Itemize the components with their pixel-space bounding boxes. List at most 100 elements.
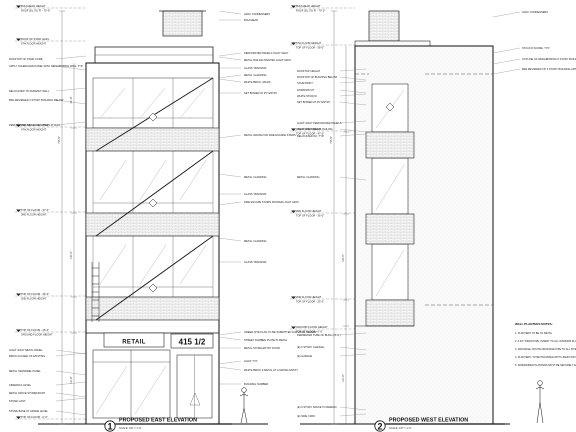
level-marker-label: 5TH FLOOR HEIGHT xyxy=(21,42,46,46)
planter-note-item: 5. SIDEWINDER PLANTERS MUST BE SECURELY … xyxy=(515,364,576,367)
callout-note: BFE REVIEWED 2 STORY BUILDING BELOW xyxy=(9,98,64,102)
level-marker-label: TOP OF FLOOR - 25'-0" xyxy=(296,300,324,304)
retail-sign xyxy=(103,332,165,348)
balcony-rail xyxy=(85,127,220,152)
callout-note: DOWNSPOUT xyxy=(297,88,315,92)
level-marker-label: TOP OF FLOOR - 47'-0" xyxy=(296,132,324,136)
planter-note-item: 2. A 3/4" DRAIN PIPE, INSERT TO ALL INTE… xyxy=(515,340,576,343)
stair-bulkhead xyxy=(162,10,203,37)
level-marker-label: TOP OF FLOOR - 36'-0" xyxy=(296,214,324,218)
callout-note: SET BOWED AT 45° ENTRY xyxy=(297,100,331,104)
callout-note: PERIMETER TUBE OF BLDG (25'-0") xyxy=(297,333,341,337)
west-elevation-title: PROPOSED WEST ELEVATION xyxy=(389,418,468,424)
callout-note: HVAC CONDENSERS xyxy=(244,12,270,16)
level-marker-label: TOP OF FLOOR - 36'-0" xyxy=(21,292,49,296)
callout-note: STUCCO SCORE, TYP. xyxy=(522,46,550,50)
callout-note: (E) 3 STORY SPACE TO REMAIN xyxy=(297,405,337,409)
callout-note: RELOCATED TO PARAPET WALL xyxy=(9,89,50,93)
callout-note: WHITE BRICK & METAL AT LOADING ENTRY xyxy=(244,368,298,372)
east-mid-dimension: 10'-6" xyxy=(69,251,73,259)
level-marker-label: 3RD FLOOR HEIGHT xyxy=(21,213,47,217)
callout-note: (E) 3 STORY GARAGE xyxy=(297,345,324,349)
callout-note: METAL SPANDREL PANEL xyxy=(9,369,41,373)
planter-note-item: 4. PLANTERS: TO BE PROVIDED WITH LINER F… xyxy=(515,356,576,359)
planter-note-item: 1. PLANTERS TO BE OF METAL xyxy=(515,332,553,335)
callout-note: LIGHT GRAY METAL PANEL xyxy=(9,348,43,352)
callout-note: PERFORATED METAL PLANTERS AT RAIL xyxy=(9,123,61,127)
level-marker-label: TOP OF FLOOR - 58'-0" xyxy=(296,46,324,50)
west-elevation: 70'-0" 10'-6" 14'-0" BULKHEAD HEIGHTROOF… xyxy=(290,4,576,432)
planter-note-item: 3. DRAINAGE: ROUTE DRAINAGE PIPE TO ALL … xyxy=(515,348,576,351)
callout-note: GREEN SITE PLAN TO BE SUBMITTED FOR FINA… xyxy=(244,330,317,334)
callout-note: METAL CLADDING xyxy=(297,175,319,179)
address-plate xyxy=(170,333,214,349)
level-marker-label: ROOF (EL.70) 'R' - 70'-0" xyxy=(296,9,325,13)
callout-note: GLASS TRANSOM xyxy=(244,66,266,70)
callout-note: GLASS TRANSOM xyxy=(244,260,266,264)
level-marker-label: TOP OF FLOOR - 58'-0" xyxy=(21,123,49,127)
callout-note: STREET NUMBER PLATE IN METAL xyxy=(244,338,288,342)
callout-note: METAL CLADDING xyxy=(244,239,266,243)
level-marker-label: 3RD FLOOR HEIGHT xyxy=(296,209,322,213)
level-marker-label: ROOF OF STAIR, ELEV. xyxy=(21,37,50,41)
callout-note: BFE REVIEWED OF 3 STORY BUILDING APPROX. xyxy=(522,67,576,71)
callout-note: SIDEWALK LEVEL xyxy=(9,383,32,387)
east-elevation-title: PROPOSED EAST ELEVATION xyxy=(119,418,197,424)
callout-note: BRICK FACADE OF EXISTING xyxy=(9,354,45,358)
level-marker-label: GROUND FLOOR HEIGHT xyxy=(296,325,328,329)
callout-note: FIRE ESCAPE STAIRS PAINTED LIGHT GRAY xyxy=(244,200,299,204)
callout-note: METAL STORE ENTRY DOOR xyxy=(244,346,280,350)
east-drawing-number: 1 xyxy=(107,421,112,431)
level-marker-label: TOP OF FLOOR - 47'-0" xyxy=(21,208,49,212)
west-overall-dimension: 70'-0" xyxy=(329,136,333,144)
callout-note: BUILDING NUMBER xyxy=(244,382,268,386)
east-elevation-scale: SCALE: 1/8" = 1'-0" xyxy=(119,426,142,430)
callout-note: STAIR DRIFT xyxy=(297,81,313,85)
level-marker-label: 2ND FLOOR HEIGHT xyxy=(296,295,322,299)
level-marker-label: 4TH FLOOR HEIGHT xyxy=(21,128,46,132)
level-marker-label: GROUND FLOOR HEIGHT xyxy=(21,333,53,337)
callout-note: METAL GRATE FOR FIRE ESCAPE STAIRS xyxy=(244,133,296,137)
east-upper-dimension: 11'-0" xyxy=(69,96,73,103)
address-number: 415 1/2 xyxy=(179,338,206,347)
callout-note: LIGHT TYP. xyxy=(244,359,258,363)
west-bulkhead xyxy=(368,10,400,42)
callout-note: RELOCATED NO. TYP. xyxy=(297,134,324,138)
callout-note: BULKHEAD xyxy=(244,18,258,22)
callout-note: STONE CAST xyxy=(9,399,26,403)
callout-note: PERFORATED PANELS LIGHT GRAY xyxy=(244,51,289,55)
callout-note: LIGHT GRAY METAL RAILING xyxy=(297,127,333,131)
retail-sign-text: RETAIL xyxy=(122,340,146,346)
east-ground-dimension: 13'-0" xyxy=(69,376,73,384)
scale-figure-west xyxy=(535,380,545,424)
level-marker-label: TOP OF FLOOR - 0'-0" xyxy=(21,415,48,419)
callout-note: LIGHT GRAY PERFORATED PANELS xyxy=(297,121,342,125)
callout-note: METAL RAILING PAINTED LIGHT GRAY xyxy=(244,58,292,62)
level-marker-label: BULKHEAD HEIGHT xyxy=(21,4,46,8)
east-right-notes: HVAC CONDENSERS BULKHEAD PERFORATED PANELS… xyxy=(218,10,317,386)
west-elevation-scale: SCALE: 1/8" = 1'-0" xyxy=(389,426,412,430)
callout-note: OUTLINE OF NEIGHBORING 5 STORY BUILDING … xyxy=(522,57,576,61)
callout-note: ROOFTOP OF BUILDING BELOW xyxy=(297,75,338,79)
level-marker-label: TOP OF FLOOR - 25'-0" xyxy=(21,328,49,332)
level-marker-label: TOP OF FLOOR - 0'-0" xyxy=(296,330,323,334)
callout-note: METAL SPACE STOREFRONT xyxy=(9,391,46,395)
callout-note: ROOFTOP OF STAIR CORE xyxy=(9,57,43,61)
west-mid-dimension: 10'-6" xyxy=(341,254,345,262)
wall-planters-notes: WALL PLANTERS NOTES: 1. PLANTERS TO BE O… xyxy=(515,322,576,424)
callout-note: HVAC CONDENSERS xyxy=(522,10,548,14)
callout-note: SET BOWED AT 45° ENTRY xyxy=(244,91,278,95)
east-elevation: RETAIL 415 1/2 70'-0" 11'-0" 10'-6" 13'-… xyxy=(9,4,317,432)
callout-note: METAL CLADDING xyxy=(244,175,266,179)
level-marker-label: ROOF (EL.70) 'R' - 70'-0" xyxy=(21,9,50,13)
west-drawing-number: 2 xyxy=(377,421,382,431)
callout-note: GLASS TRANSOM xyxy=(244,192,266,196)
callout-note: WHITE BRICK (18x18) xyxy=(244,80,271,84)
callout-note: WHITE STUDCO xyxy=(297,94,317,98)
east-overall-dimension: 70'-0" xyxy=(57,136,61,144)
